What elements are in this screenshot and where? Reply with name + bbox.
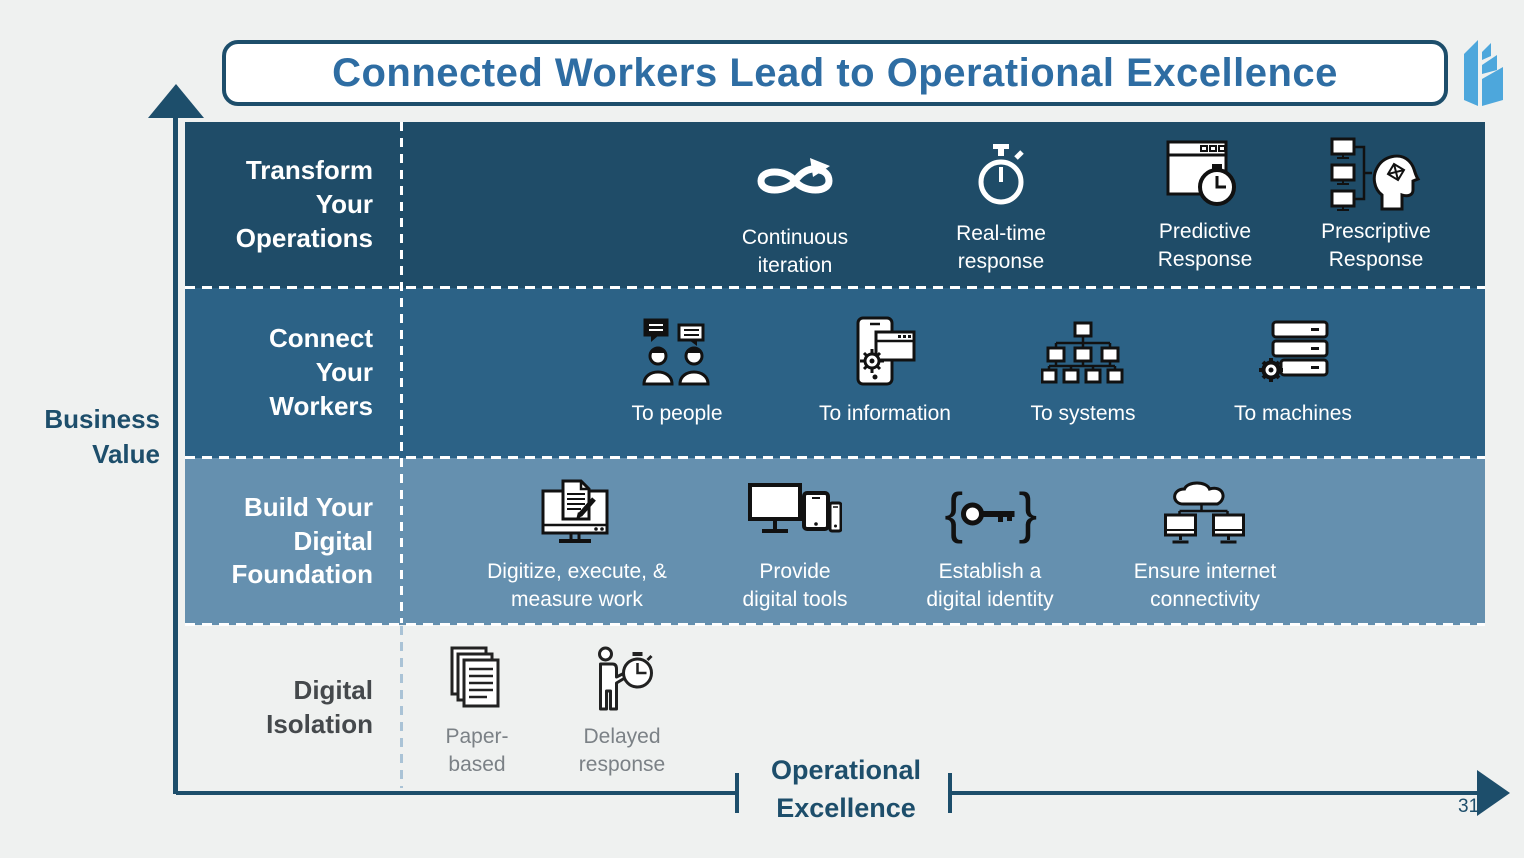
digital-identity-key-icon: { }	[913, 476, 1068, 552]
svg-text:}: }	[1018, 484, 1036, 544]
item-caption: To information	[819, 402, 951, 425]
matrix-item: To people	[587, 312, 767, 428]
y-axis-line	[173, 110, 178, 794]
item-caption: To people	[631, 402, 723, 425]
matrix-item: To machines	[1203, 312, 1383, 428]
page-number: 31	[1458, 796, 1480, 817]
item-caption: To systems	[1030, 402, 1136, 425]
row-label: Build Your Digital Foundation	[231, 491, 373, 590]
x-axis-line	[952, 791, 1480, 795]
matrix-item: Continuous iteration	[720, 142, 870, 279]
x-axis-arrow-icon	[1477, 770, 1510, 816]
continuous-iteration-icon	[720, 142, 870, 218]
x-axis-line	[176, 791, 736, 795]
x-axis-tick	[735, 773, 739, 813]
digitize-work-icon	[487, 476, 667, 552]
item-caption: Provide digital tools	[742, 560, 848, 611]
predictive-response-icon	[1130, 136, 1280, 212]
svg-text:{: {	[944, 484, 963, 544]
delayed-response-icon	[565, 641, 680, 717]
item-caption: Delayed response	[578, 725, 666, 776]
row-transform-operations: Transform Your Operations Continuous ite…	[185, 122, 1485, 288]
matrix-item: Digitize, execute, & measure work	[487, 476, 667, 613]
item-caption: Real-time response	[956, 222, 1046, 273]
matrix-item: Provide digital tools	[730, 476, 860, 613]
row-separator-dashed	[185, 456, 1485, 459]
page-title: Connected Workers Lead to Operational Ex…	[332, 50, 1338, 95]
matrix-item: Prescriptive Response	[1296, 136, 1456, 273]
item-caption: To machines	[1234, 402, 1352, 425]
row-label: Transform Your Operations	[235, 155, 373, 253]
machines-server-gear-icon	[1203, 312, 1383, 394]
systems-hierarchy-icon	[993, 312, 1173, 394]
matrix-item: To systems	[993, 312, 1173, 428]
digital-tools-icon	[730, 476, 860, 552]
matrix-item: Predictive Response	[1130, 136, 1280, 273]
row-connect-workers: Connect Your Workers	[185, 288, 1485, 458]
real-time-response-icon	[931, 138, 1071, 214]
row-separator-dashed	[185, 623, 1485, 626]
y-axis-label: Business Value	[44, 404, 160, 470]
row-digital-foundation: Build Your Digital Foundation	[185, 458, 1485, 625]
item-caption: Prescriptive Response	[1321, 220, 1431, 271]
item-caption: Establish a digital identity	[926, 560, 1054, 611]
matrix-item: Ensure internet connectivity	[1123, 476, 1288, 613]
phone-information-icon	[795, 312, 975, 394]
item-caption: Ensure internet connectivity	[1133, 560, 1277, 611]
row-separator-dashed	[185, 286, 1485, 289]
item-caption: Digitize, execute, & measure work	[487, 560, 667, 611]
matrix-item: Delayed response	[565, 641, 680, 778]
title-box: Connected Workers Lead to Operational Ex…	[222, 40, 1448, 106]
matrix-item: Real-time response	[931, 138, 1071, 275]
item-caption: Predictive Response	[1157, 220, 1253, 271]
prescriptive-response-icon	[1296, 136, 1456, 212]
x-axis-label: Operational Excellence	[770, 755, 922, 823]
people-chat-icon	[587, 312, 767, 394]
company-logo-icon	[1461, 40, 1507, 106]
row-digital-isolation: Digital Isolation Paper-based	[185, 625, 1485, 790]
matrix-item: Paper-based	[432, 641, 522, 778]
item-caption: Continuous iteration	[741, 226, 849, 277]
item-caption: Paper-based	[445, 725, 509, 776]
row-label: Digital Isolation	[266, 674, 373, 739]
label-column-divider-dashed	[400, 122, 403, 623]
internet-connectivity-icon	[1123, 476, 1288, 552]
paper-stack-icon	[432, 641, 522, 717]
row-label: Connect Your Workers	[269, 323, 373, 421]
label-column-divider-dashed	[400, 626, 403, 788]
matrix-item: To information	[795, 312, 975, 428]
x-axis-tick	[948, 773, 952, 813]
matrix-item: { } Establish a digital identity	[913, 476, 1068, 613]
